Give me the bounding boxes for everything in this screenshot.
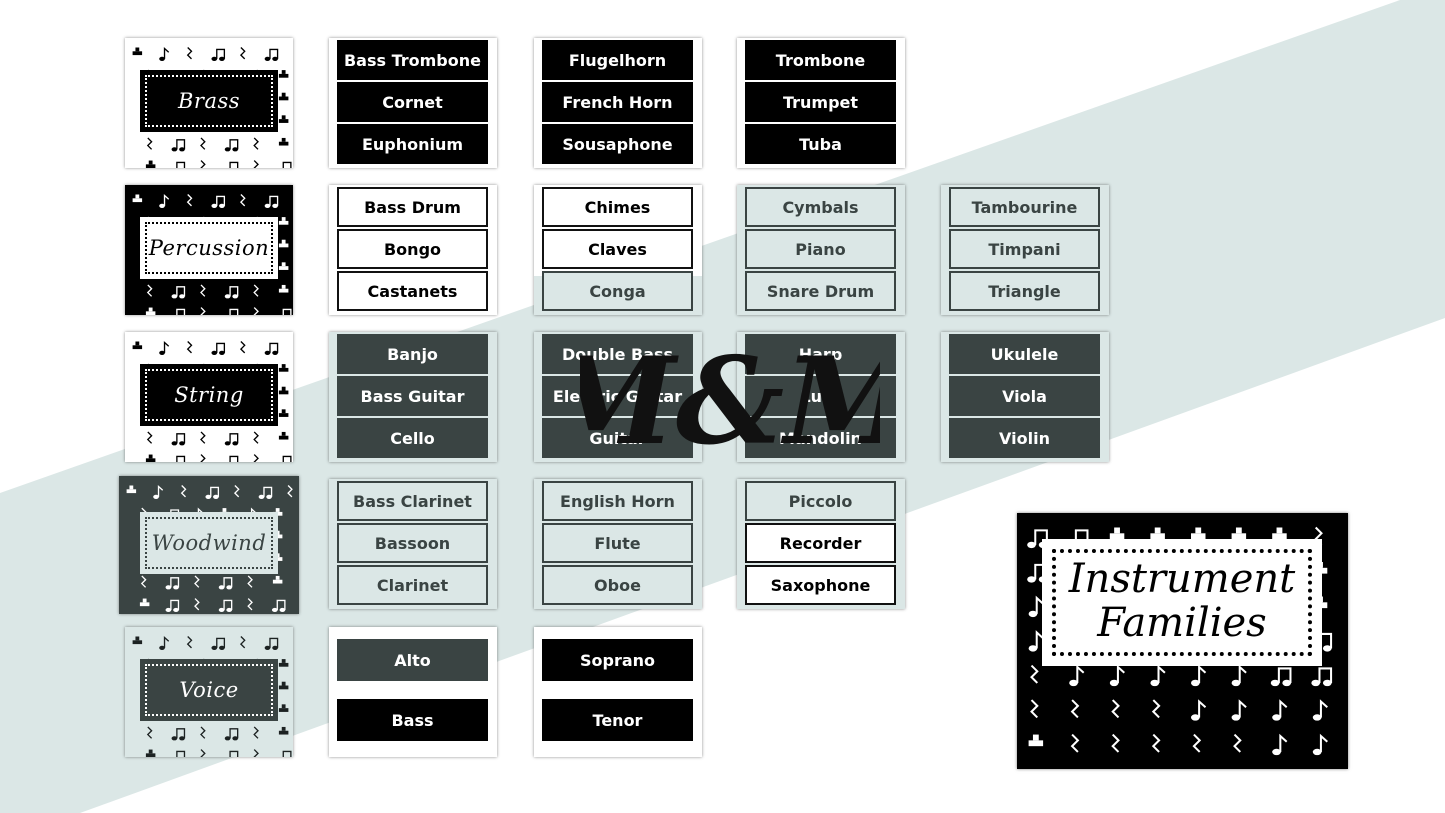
logo-text: M&M [580, 331, 880, 472]
instrument-name: Banjo [337, 334, 488, 374]
instrument-name: Saxophone [745, 565, 896, 605]
instrument-name: Bass [337, 699, 488, 741]
instrument-name: Oboe [542, 565, 693, 605]
instrument-name: Tenor [542, 699, 693, 741]
title-box: Instrument Families [1042, 539, 1322, 666]
dotted-border [145, 75, 273, 127]
instrument-name: Triangle [949, 271, 1100, 311]
family-name: Voice [179, 678, 239, 702]
family-name: Brass [177, 89, 241, 113]
instrument-name: Tuba [745, 124, 896, 164]
instrument-name: Soprano [542, 639, 693, 681]
instrument-name: Ukulele [949, 334, 1100, 374]
family-card-brass[interactable]: Brass [125, 38, 293, 168]
title-line-1: Instrument [1068, 556, 1296, 602]
instrument-name: Viola [949, 376, 1100, 416]
instrument-name: Timpani [949, 229, 1100, 269]
instrument-name: Cello [337, 418, 488, 458]
instrument-name: Bass Clarinet [337, 481, 488, 521]
instrument-name: Trombone [745, 40, 896, 80]
instrument-name: Harp [745, 334, 896, 374]
instrument-name: Claves [542, 229, 693, 269]
family-name: String [174, 383, 244, 407]
instrument-name: Tambourine [949, 187, 1100, 227]
title-line-2: Families [1097, 600, 1267, 646]
dotted-border [145, 369, 273, 421]
family-name: Woodwind [151, 531, 267, 555]
instrument-name: Guitar [542, 418, 693, 458]
instrument-name: Flugelhorn [542, 40, 693, 80]
family-card-percussion[interactable]: Percussion [125, 185, 293, 315]
family-card-voice[interactable]: Voice [125, 627, 293, 757]
instrument-name: English Horn [542, 481, 693, 521]
instrument-name: Electric Guitar [542, 376, 693, 416]
family-label-box: Percussion [140, 217, 278, 279]
instrument-name: Mandolin [745, 418, 896, 458]
instrument-name: Alto [337, 639, 488, 681]
instrument-name: Conga [542, 271, 693, 311]
instrument-name: Sousaphone [542, 124, 693, 164]
instrument-name: Flute [542, 523, 693, 563]
instrument-name: Bassoon [337, 523, 488, 563]
family-label-box: Voice [140, 659, 278, 721]
instrument-name: Piano [745, 229, 896, 269]
family-label-box: Brass [140, 70, 278, 132]
family-card-woodwind[interactable]: Woodwind [119, 476, 299, 614]
instrument-name: Cymbals [745, 187, 896, 227]
instrument-name: Piccolo [745, 481, 896, 521]
family-card-string[interactable]: String [125, 332, 293, 462]
dotted-border [145, 664, 273, 716]
title-dotted-border [1052, 549, 1312, 656]
dotted-border [145, 517, 273, 569]
instrument-name: Cornet [337, 82, 488, 122]
instrument-name: Bongo [337, 229, 488, 269]
title-card: Instrument Families [1017, 513, 1348, 769]
dotted-border [145, 222, 273, 274]
instrument-name: Violin [949, 418, 1100, 458]
instrument-name: Bass Guitar [337, 376, 488, 416]
instrument-name: Bass Drum [337, 187, 488, 227]
title-text: Instrument Families [1042, 557, 1322, 645]
instrument-name: Recorder [745, 523, 896, 563]
instrument-name: Lute [745, 376, 896, 416]
family-name: Percussion [148, 236, 270, 260]
instrument-name: Castanets [337, 271, 488, 311]
instrument-name: Bass Trombone [337, 40, 488, 80]
instrument-name: Clarinet [337, 565, 488, 605]
instrument-name: Trumpet [745, 82, 896, 122]
instrument-name: Euphonium [337, 124, 488, 164]
family-label-box: Woodwind [140, 512, 278, 574]
family-label-box: String [140, 364, 278, 426]
instrument-name: Double Bass [542, 334, 693, 374]
instrument-name: French Horn [542, 82, 693, 122]
instrument-name: Snare Drum [745, 271, 896, 311]
instrument-name: Chimes [542, 187, 693, 227]
mm-logo: M&M [580, 331, 880, 472]
